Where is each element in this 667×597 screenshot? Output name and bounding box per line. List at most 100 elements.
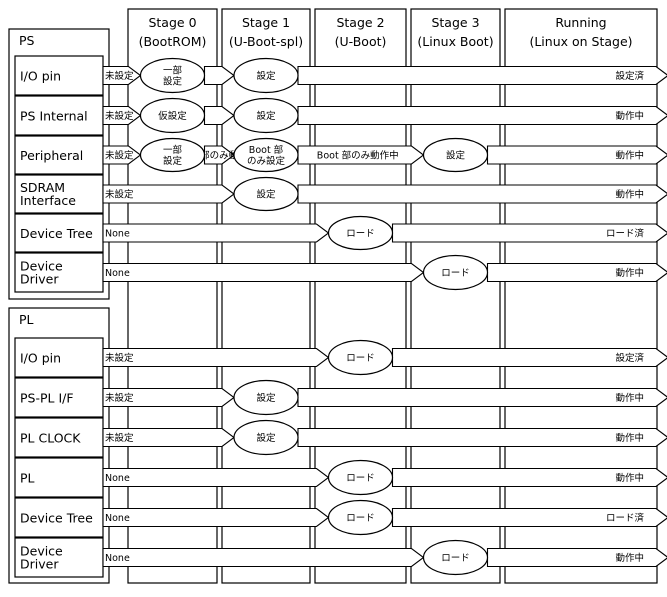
state-arrow (102, 105, 142, 126)
state-arrow (297, 65, 667, 86)
row-label-box (14, 213, 104, 253)
row-label: I/O pin (20, 351, 61, 366)
stage-title: Running (555, 15, 606, 30)
stage-subtitle: (U-Boot) (335, 34, 387, 49)
row-label-box (14, 417, 104, 458)
stage-column (504, 8, 658, 584)
row-label: PL CLOCK (20, 431, 81, 446)
event-label: ロード (346, 513, 375, 524)
state-end-label: 設定済 (615, 352, 644, 364)
event-oval (327, 459, 394, 496)
row-label: PS Internal (20, 109, 88, 124)
state-arrow (297, 105, 667, 126)
event-oval (422, 137, 489, 173)
state-row: 未設定動作中設定 (102, 379, 667, 416)
state-row: 未設定動作中仮設定設定 (102, 97, 667, 134)
row-label-box (14, 337, 104, 378)
row-label: Device (20, 259, 63, 274)
row-label: Peripheral (20, 148, 83, 163)
event-oval (233, 176, 299, 212)
row-label: Device (20, 544, 63, 559)
event-label: 設定 (446, 150, 466, 162)
event-label: 設定 (256, 392, 276, 404)
event-oval (422, 254, 489, 291)
row-label-box (14, 497, 104, 538)
event-oval (139, 137, 206, 173)
event-label: 設定 (256, 110, 276, 122)
stage-subtitle: (Linux Boot) (417, 34, 493, 49)
state-arrow (102, 347, 330, 368)
state-start-label: None (105, 553, 130, 564)
row-label-box (14, 55, 104, 96)
event-label: ロード (441, 553, 470, 564)
state-arrow (102, 467, 330, 488)
stage-column (314, 8, 407, 584)
event-label: 設定 (256, 70, 276, 82)
row-label: Device Tree (20, 511, 93, 526)
row-label-box (14, 174, 104, 214)
event-label: Boot 部 (249, 144, 283, 156)
state-arrow (102, 507, 330, 528)
state-end-label: 動作中 (615, 552, 644, 564)
state-end-label: 設定済 (615, 70, 644, 82)
row-label-box (14, 457, 104, 498)
event-label: 設定 (163, 76, 183, 88)
stage-subtitle: (U-Boot-spl) (229, 34, 303, 49)
state-start-label: 未設定 (105, 432, 134, 444)
event-label: 一部 (163, 144, 182, 156)
state-row: None ロード済 ロード (102, 215, 667, 251)
event-label: ロード (346, 229, 375, 240)
state-arrow (391, 507, 667, 528)
event-oval (233, 57, 299, 94)
event-label: ロード (346, 353, 375, 364)
state-arrow (203, 105, 235, 126)
stage-column (410, 8, 501, 584)
stage-title: Stage 3 (431, 15, 479, 30)
state-arrow (102, 387, 235, 408)
event-oval (327, 339, 394, 376)
state-arrow (203, 145, 235, 165)
state-arrow (297, 145, 425, 165)
event-oval (233, 379, 299, 416)
state-end-label: 動作中 (615, 150, 644, 162)
state-end-label: 動作中 (615, 472, 644, 484)
state-end-label: 動作中 (615, 392, 644, 404)
state-arrow (297, 387, 667, 408)
state-start-label: None (105, 513, 130, 524)
state-arrow (102, 427, 235, 448)
event-label: 設定 (256, 432, 276, 444)
state-end-label: 動作中 (615, 110, 644, 122)
row-label: PS-PL I/F (20, 391, 74, 406)
state-arrow (297, 427, 667, 448)
event-oval (233, 137, 299, 173)
state-arrow (102, 184, 235, 204)
state-start-label: 未設定 (105, 150, 134, 162)
event-oval (233, 97, 299, 134)
state-start-label: 未設定 (105, 352, 134, 364)
state-end-label: ロード済 (606, 228, 645, 240)
event-label: 設定 (256, 189, 276, 201)
row-label-box (14, 252, 104, 293)
state-arrow (297, 184, 667, 204)
state-start-label: 未設定 (105, 110, 134, 122)
state-row: 未設定 設定済 ロード (102, 339, 667, 376)
stage-subtitle: (Linux on Stage) (529, 34, 632, 49)
state-end-label: 動作中 (615, 189, 644, 201)
stage-column (221, 8, 311, 584)
row-label: Device Tree (20, 226, 93, 241)
row-label: Driver (20, 272, 59, 287)
stage-columns (127, 8, 658, 584)
event-oval (139, 97, 206, 134)
state-row: 未設定動作中設定 (102, 176, 667, 212)
event-label: ロード (346, 473, 375, 484)
group-title: PL (19, 312, 34, 327)
state-start-label: None (105, 268, 130, 279)
state-arrow (102, 547, 425, 568)
state-start-label: None (105, 229, 130, 240)
row-label: Interface (20, 193, 76, 208)
